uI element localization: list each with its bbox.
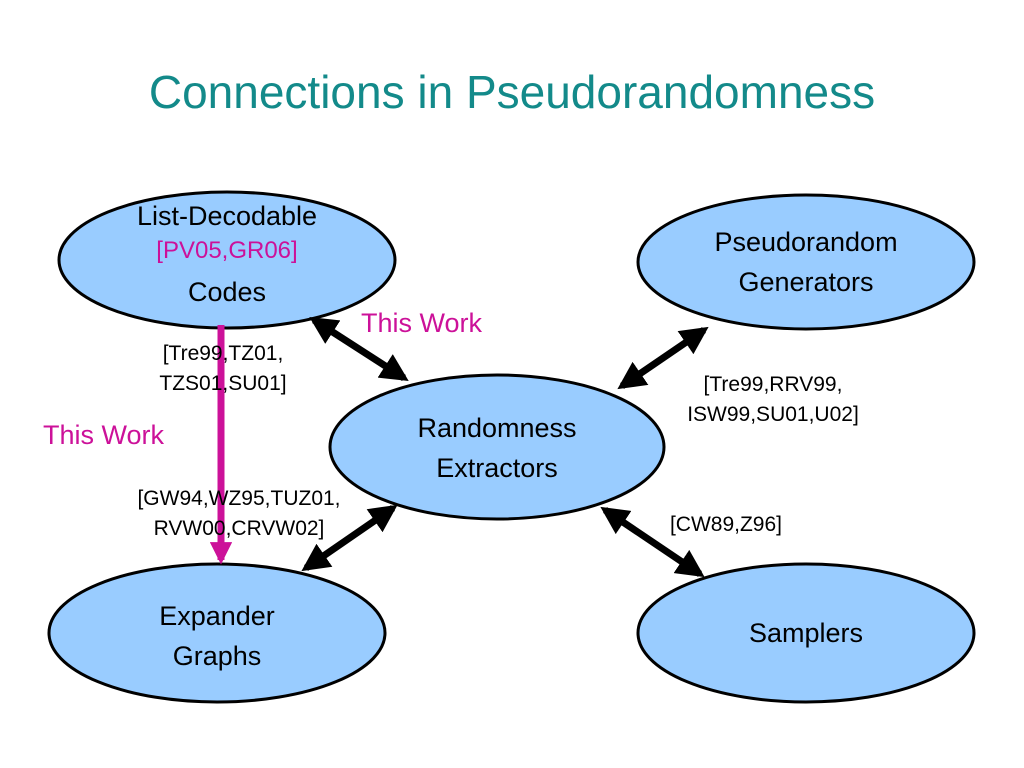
node-list-decodable-label: List-Decodable [PV05,GR06] Codes [107, 196, 347, 312]
expanders-line1: Expander [159, 601, 275, 631]
samplers-extractors-citation-line1: [CW89,Z96] [669, 513, 783, 536]
prg-line1: Pseudorandom [714, 227, 898, 257]
this-work-label-left: This Work [43, 420, 165, 450]
node-list-decodable-codes [57, 190, 397, 330]
edge-samplers-extractors [600, 506, 705, 578]
list-decodable-citation: [PV05,GR06] [156, 237, 298, 264]
node-samplers-label: Samplers [686, 613, 926, 653]
prg-extractors-citation: [Tre99,RRV99, ISW99,SU01,U02] [648, 370, 898, 430]
codes-extractors-citation-line2: TZS01,SU01] [159, 372, 287, 395]
prg-line2: Generators [738, 267, 874, 297]
slide-title: Connections in Pseudorandomness [148, 66, 876, 118]
samplers-extractors-citation: [CW89,Z96] [656, 510, 796, 540]
this-work-label-top: This Work [361, 308, 483, 338]
expanders-extractors-citation-line1: [GW94,WZ95,TUZ01, [137, 487, 341, 510]
list-decodable-line2: Codes [187, 277, 267, 307]
extractors-line2: Extractors [436, 453, 558, 483]
node-samplers [636, 562, 976, 704]
node-prg-label: Pseudorandom Generators [666, 222, 946, 302]
node-expanders-label: Expander Graphs [97, 596, 337, 676]
node-randomness-extractors [328, 373, 666, 521]
node-pseudorandom-generators [636, 193, 976, 331]
node-extractors-label: Randomness Extractors [367, 408, 627, 488]
prg-extractors-citation-line2: ISW99,SU01,U02] [687, 403, 859, 426]
samplers-line1: Samplers [748, 618, 864, 648]
edge-prg-extractors [617, 326, 709, 390]
codes-extractors-citation-line1: [Tre99,TZ01, [162, 342, 284, 365]
expanders-extractors-citation-line2: RVW00,CRVW02] [153, 517, 325, 540]
expanders-extractors-citation: [GW94,WZ95,TUZ01, RVW00,CRVW02] [104, 484, 374, 544]
edge-codes-extractors [309, 316, 409, 382]
edge-expanders-extractors [301, 504, 398, 572]
expanders-line2: Graphs [172, 641, 262, 671]
codes-extractors-citation: [Tre99,TZ01, TZS01,SU01] [118, 339, 328, 399]
prg-extractors-citation-line1: [Tre99,RRV99, [703, 373, 843, 396]
list-decodable-line1: List-Decodable [136, 201, 318, 231]
extractors-line1: Randomness [417, 413, 577, 443]
